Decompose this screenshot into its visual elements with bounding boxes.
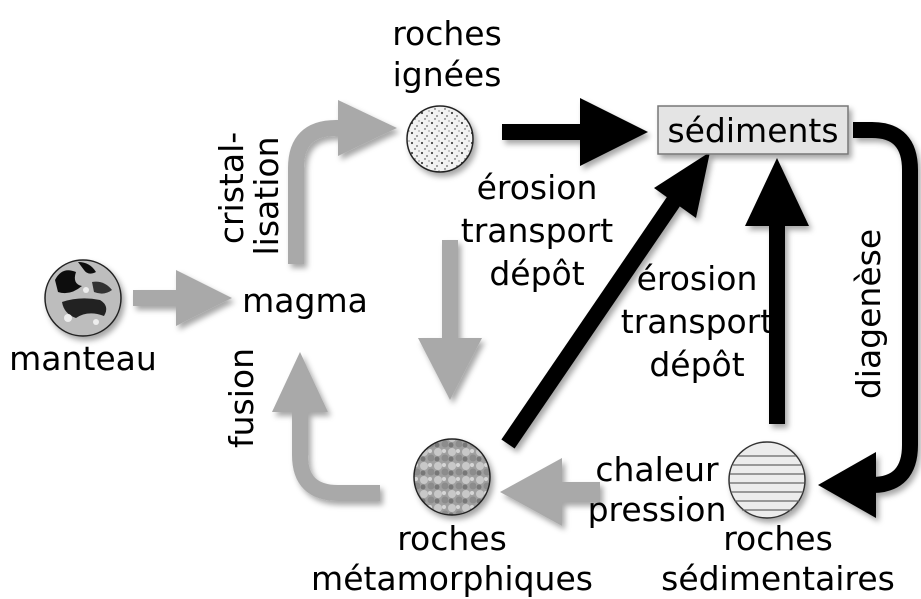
erosion-mid-line2: transport (621, 302, 774, 341)
igneous-label-line2: ignées (393, 55, 502, 94)
erosion-mid-line3: dépôt (649, 345, 744, 384)
sedimentary-label-line2: sédimentaires (661, 559, 895, 598)
fusion-label: fusion (222, 348, 261, 448)
crystallization-label-line1: cristal- (212, 132, 251, 244)
metamorphic-label-line2: métamorphiques (311, 559, 593, 598)
diagenesis-label: diagenèse (849, 229, 888, 399)
metamorphism-label-line1: chaleur (595, 450, 719, 489)
metamorphism-label-line2: pression (588, 490, 727, 529)
igneous-rock-icon (407, 106, 473, 172)
sedimentary-label-line1: roches (723, 519, 833, 558)
magma-label: magma (242, 281, 368, 320)
igneous-to-metamorphic-arrow (418, 240, 482, 400)
sediments-label: sédiments (667, 111, 838, 150)
sedimentary-to-metamorphic-arrow (500, 458, 600, 526)
erosion-top-line3: dépôt (489, 254, 584, 293)
metamorphic-label-line1: roches (397, 519, 507, 558)
metamorphic-rock-icon (414, 439, 490, 515)
erosion-mid-line1: érosion (637, 259, 758, 298)
crystallization-arrow (296, 100, 397, 264)
igneous-label-line1: roches (392, 14, 502, 53)
igneous-to-sediments-arrow (502, 98, 648, 166)
mantle-label: manteau (9, 339, 157, 378)
erosion-top-line1: érosion (477, 168, 598, 207)
mantle-to-magma-arrow (133, 270, 232, 326)
erosion-top-line2: transport (461, 211, 614, 250)
sedimentary-rock-icon (729, 442, 805, 518)
crystallization-label-line2: lisation (247, 137, 286, 256)
mantle-rock-icon (45, 260, 121, 336)
fusion-arrow (272, 352, 380, 493)
